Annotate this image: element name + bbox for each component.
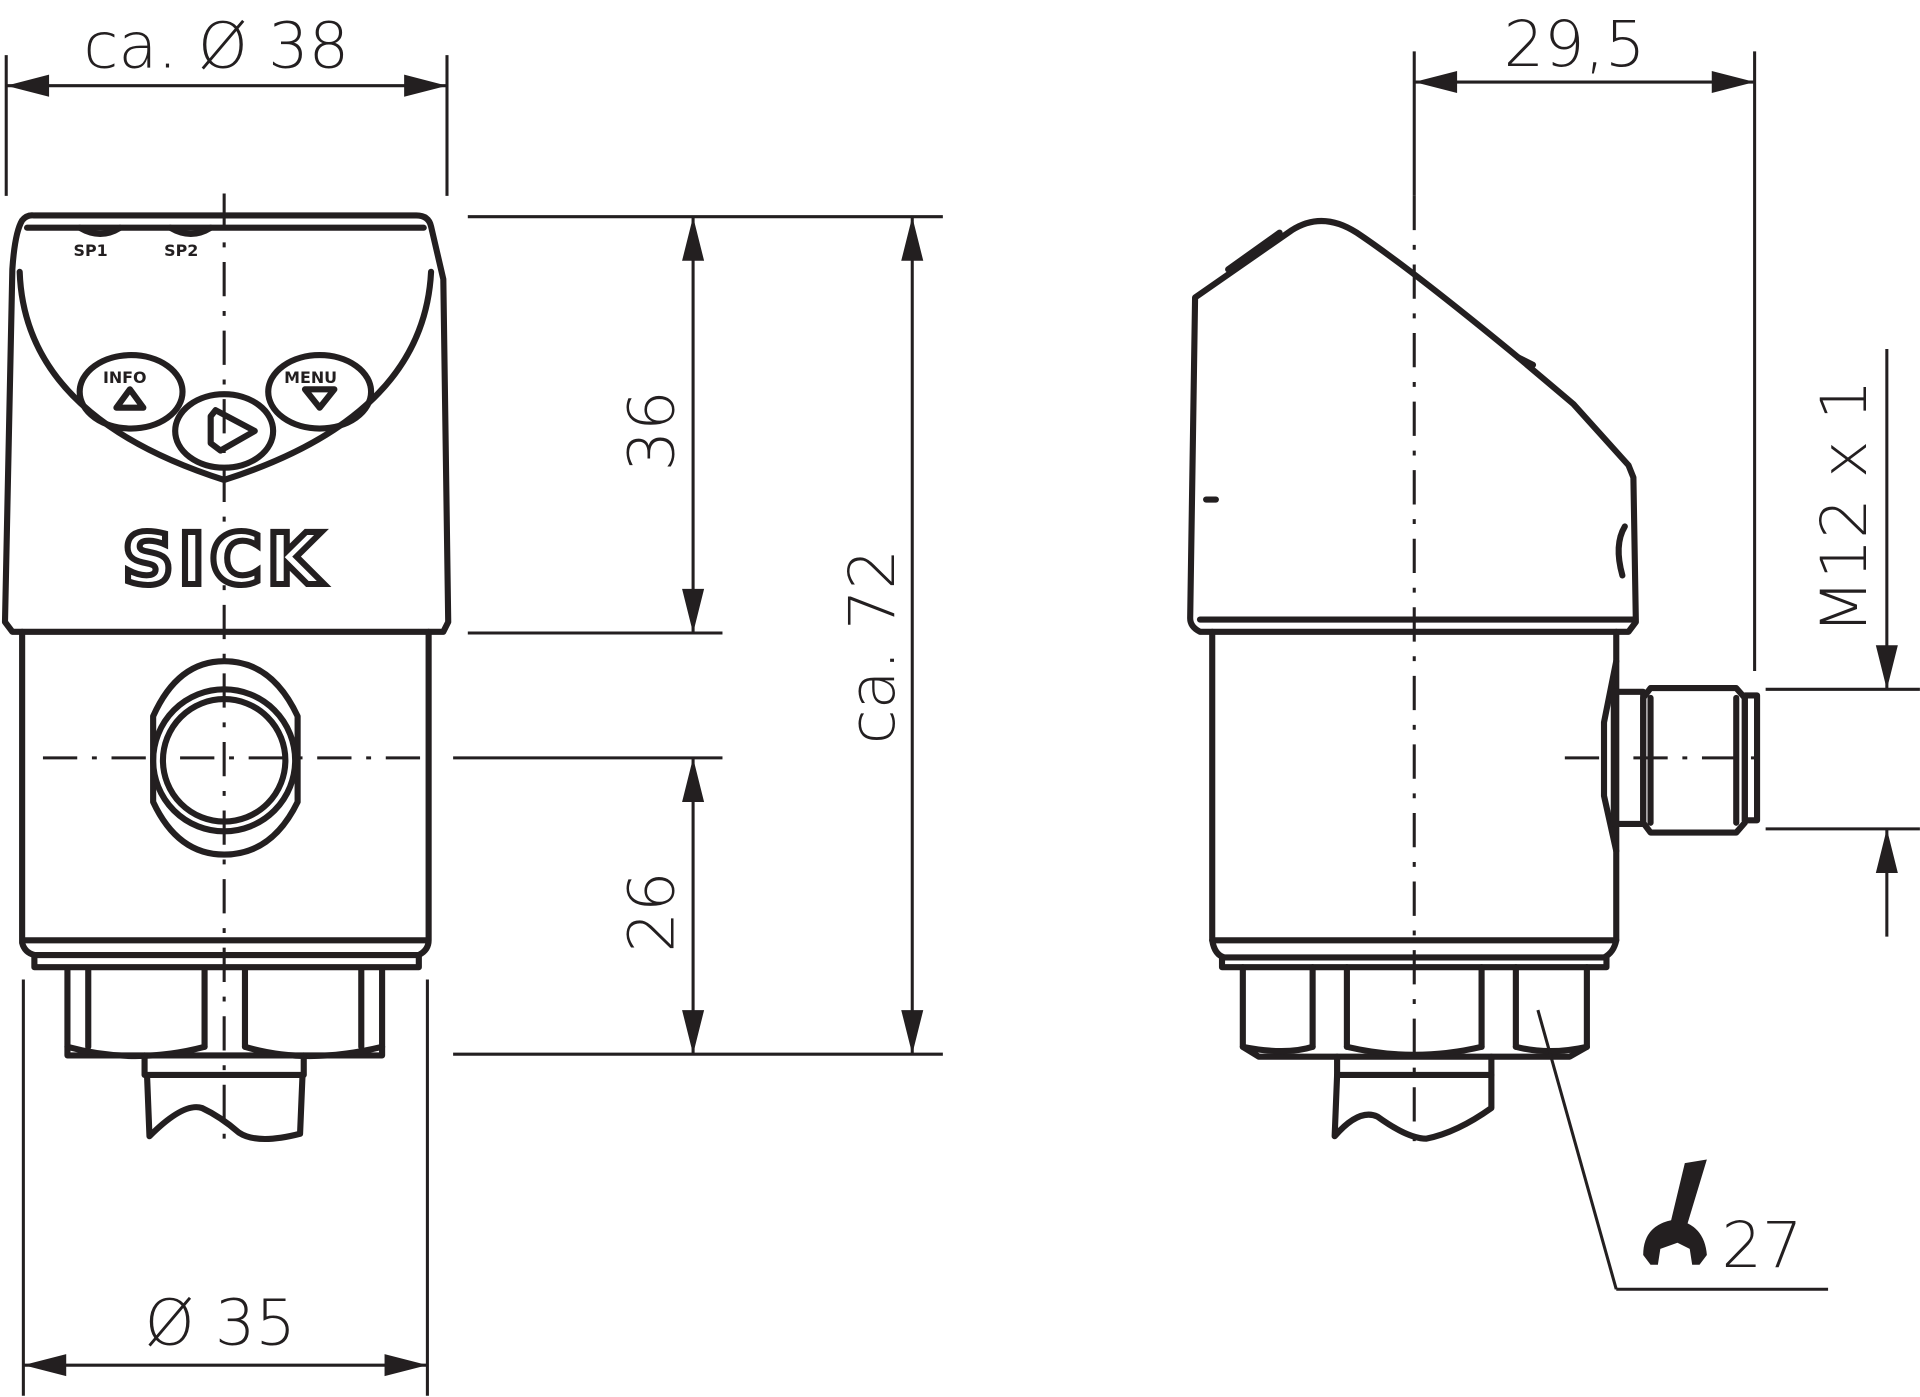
keypad-panel	[16, 268, 435, 484]
down-triangle-icon	[301, 386, 338, 411]
dim-total-height: ca. 72	[836, 549, 910, 744]
info-button	[76, 352, 186, 432]
menu-button-label: MENU	[284, 368, 337, 387]
sick-logo: SICK	[123, 518, 327, 601]
dim-lower-height: 26	[615, 872, 689, 953]
side-view	[1187, 195, 1761, 1151]
wrench-icon	[1643, 1159, 1707, 1265]
m12-connector	[1640, 685, 1748, 836]
front-view: SP1 SP2 INFO MENU SICK	[1, 193, 452, 1143]
head-housing	[1, 212, 452, 635]
side-dimensions: 29,5 M12 x 1 27	[1412, 8, 1920, 1291]
up-triangle-icon	[113, 386, 147, 411]
side-head-housing	[1187, 217, 1639, 635]
enter-icon	[207, 407, 258, 454]
body-housing	[19, 628, 432, 959]
front-dimensions: ca. Ø 38 36 26 ca. 72 Ø 35	[4, 9, 943, 1396]
dim-connector-thread: M12 x 1	[1808, 380, 1882, 635]
dim-upper-height: 36	[615, 390, 689, 471]
dim-wrench-size: 27	[1722, 1209, 1803, 1283]
led-label-sp1: SP1	[74, 241, 108, 260]
info-button-label: INFO	[103, 368, 147, 387]
process-thread	[143, 1071, 306, 1143]
menu-button	[265, 352, 375, 432]
dim-bottom-diameter: Ø 35	[145, 1286, 296, 1360]
hex-nut	[64, 966, 386, 1059]
side-process-thread	[1331, 1071, 1495, 1142]
led-label-sp2: SP2	[164, 241, 198, 260]
dim-side-depth: 29,5	[1504, 8, 1646, 82]
dim-top-width: ca. Ø 38	[83, 9, 349, 83]
side-connector-base	[1600, 658, 1620, 854]
enter-button	[172, 391, 277, 471]
